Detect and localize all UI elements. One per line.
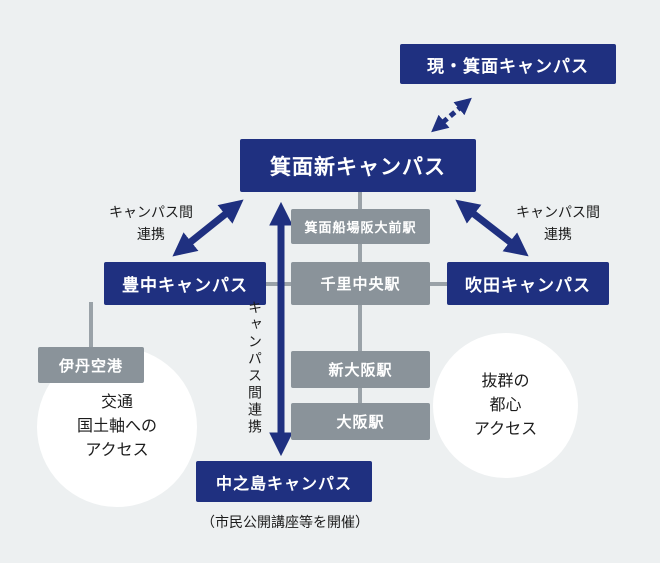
- label-campus-link-left: キャンパス間 連携: [90, 202, 212, 245]
- relocation-dashed-arrow-icon: [431, 97, 472, 133]
- node-new-minoh-campus: 箕面新キャンパス: [240, 139, 476, 192]
- callout-transport-line2: 国土軸への: [76, 418, 157, 435]
- node-suita-campus: 吹田キャンパス: [447, 262, 609, 305]
- station-minoh-semba-handai-mae: 箕面船場阪大前駅: [291, 209, 430, 244]
- callout-transport-line3: アクセス: [85, 442, 149, 459]
- callout-city-line2: 都心: [489, 396, 522, 414]
- callout-transport-line1: 交通: [100, 394, 133, 411]
- node-nakanoshima-campus: 中之島キャンパス: [196, 461, 372, 502]
- callout-city-line3: アクセス: [473, 420, 538, 438]
- callout-city-access: 抜群の 都心 アクセス: [433, 333, 578, 478]
- label-campus-link-right-line1: キャンパス間: [516, 204, 600, 220]
- station-osaka: 大阪駅: [291, 403, 430, 440]
- label-campus-link-left-line2: 連携: [137, 225, 165, 242]
- node-itami-airport: 伊丹空港: [38, 347, 144, 383]
- campus-link-arrow-left-icon: [172, 199, 244, 257]
- node-current-minoh-campus: 現・箕面キャンパス: [400, 44, 616, 84]
- label-campus-link-left-line1: キャンパス間: [109, 204, 193, 220]
- node-toyonaka-campus: 豊中キャンパス: [104, 262, 266, 305]
- station-senri-chuo: 千里中央駅: [291, 262, 430, 305]
- caption-public-lectures: （市民公開講座等を開催）: [201, 514, 369, 530]
- station-shin-osaka: 新大阪駅: [291, 351, 430, 388]
- campus-link-arrow-right-icon: [455, 199, 529, 257]
- label-campus-link-right: キャンパス間 連携: [497, 202, 619, 245]
- callout-city-line1: 抜群の: [481, 372, 530, 390]
- label-campus-link-right-line2: 連携: [544, 225, 572, 242]
- label-campus-link-vertical: キャンパス間連携: [247, 300, 263, 436]
